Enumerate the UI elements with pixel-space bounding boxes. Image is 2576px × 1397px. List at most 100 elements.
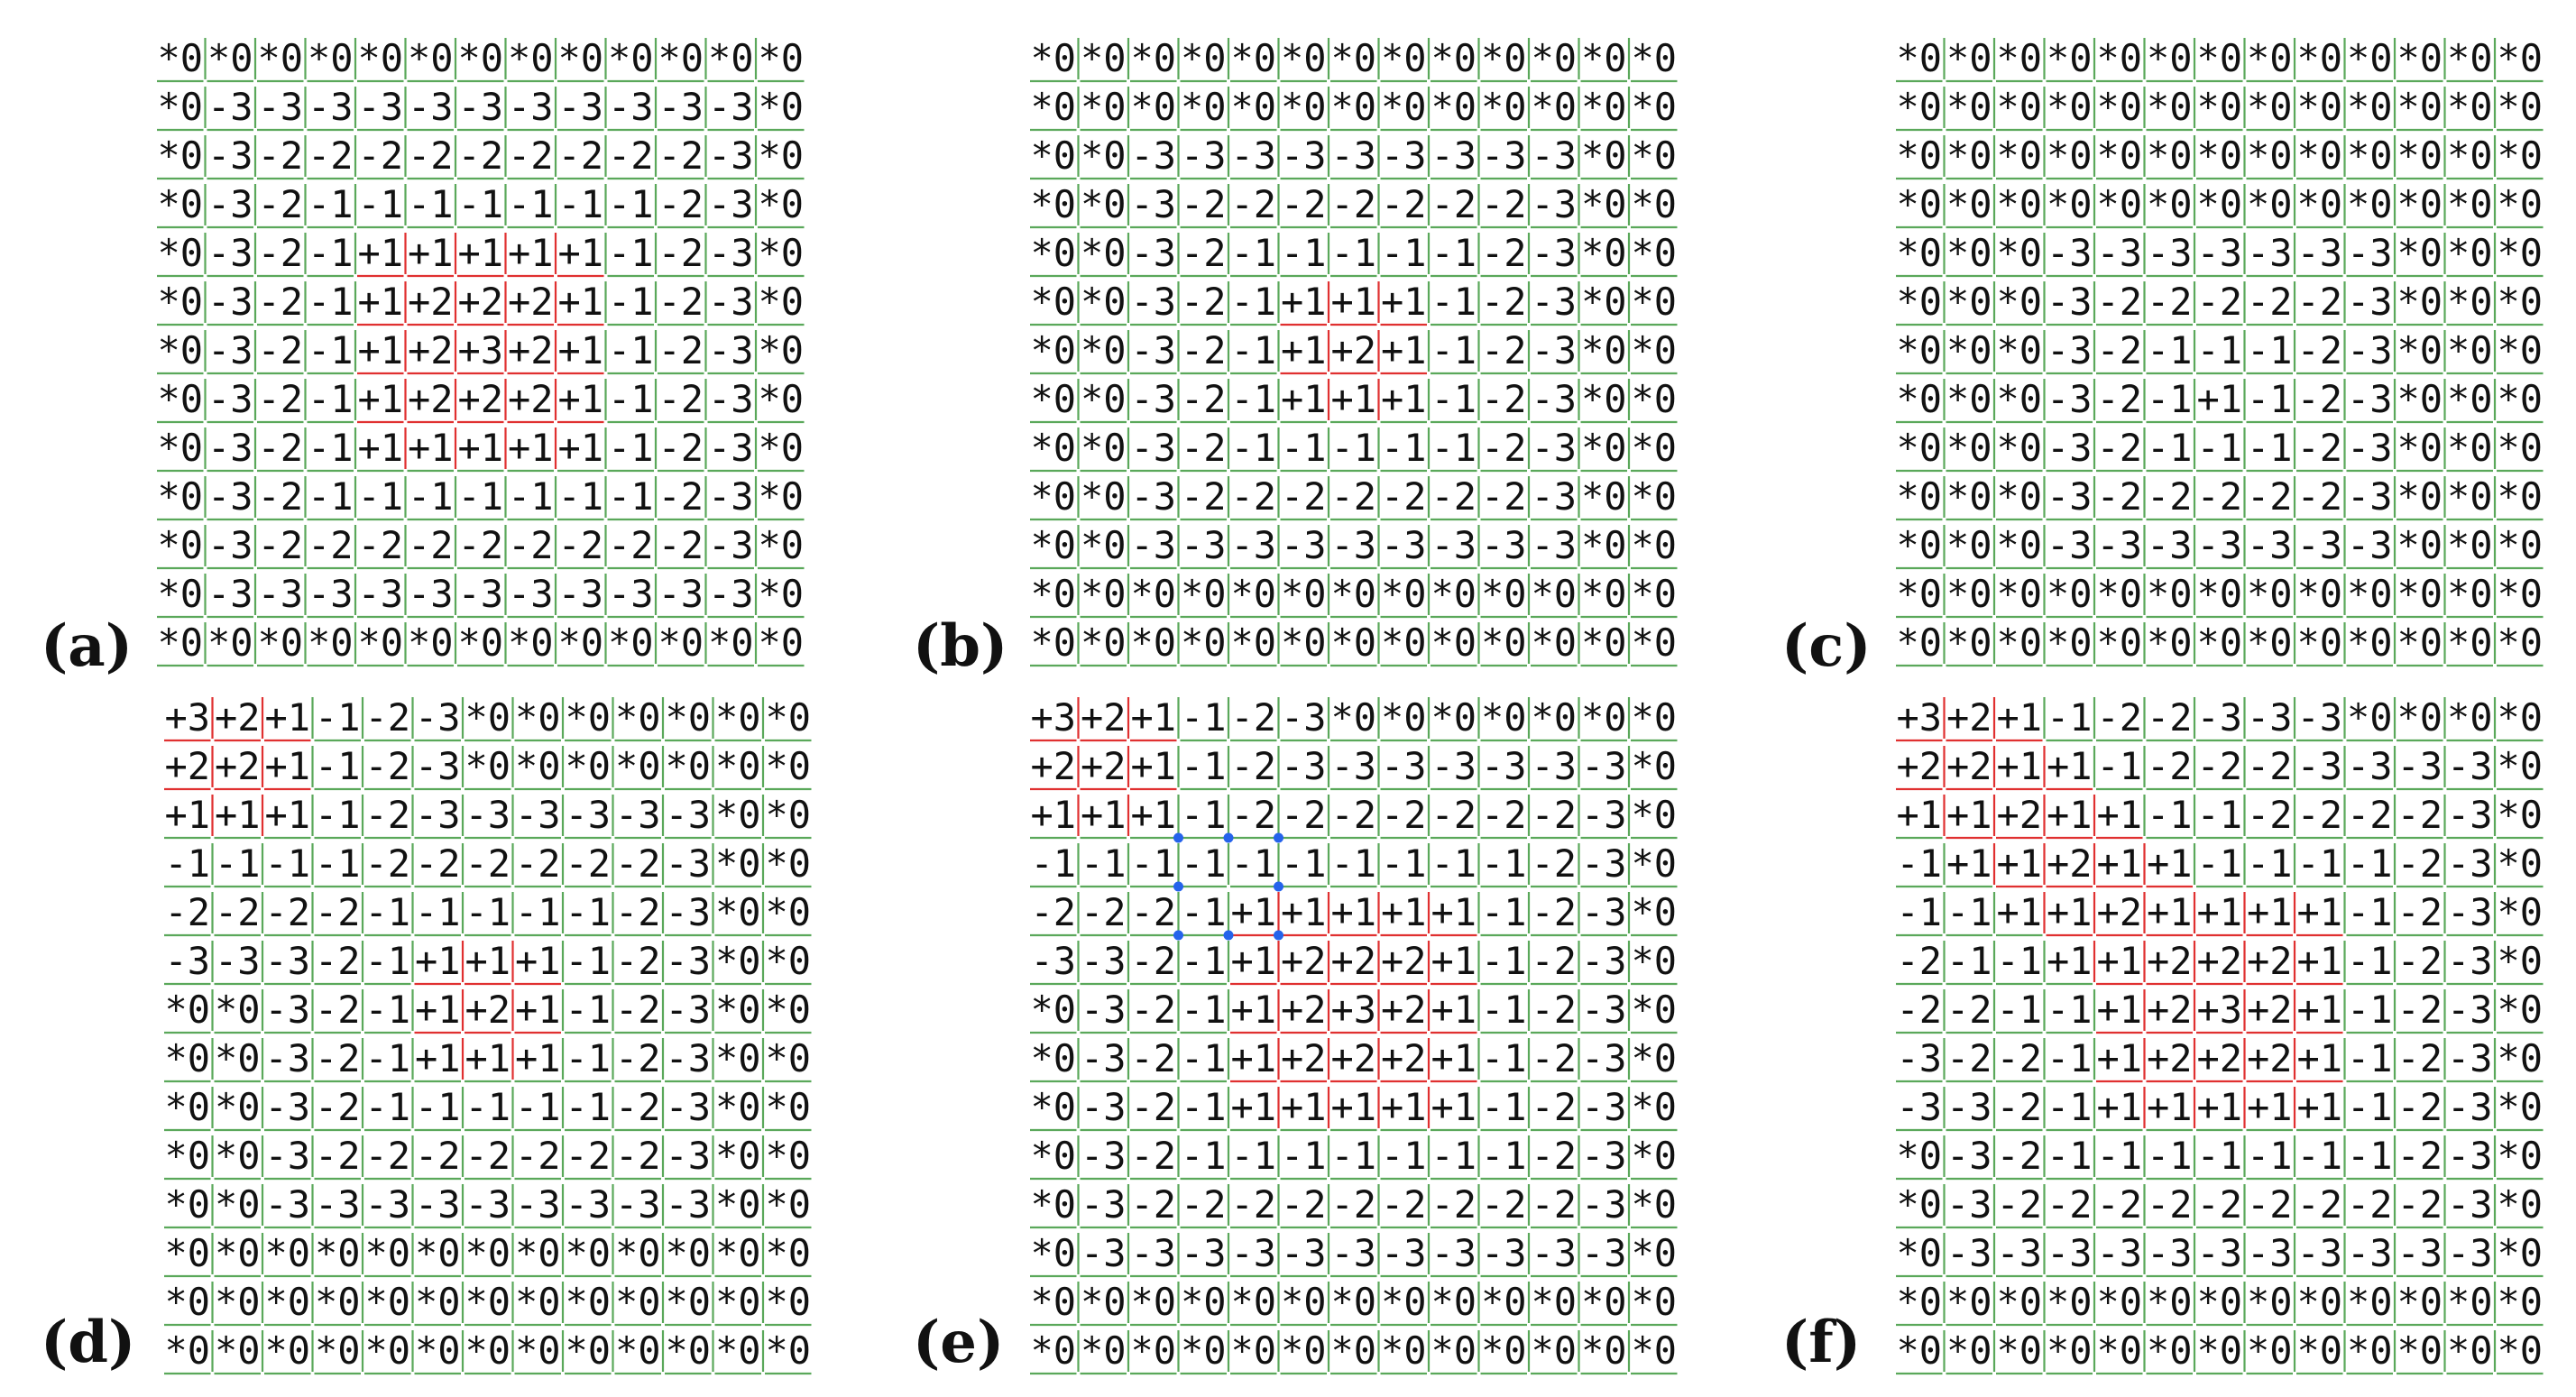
grid-cell-value: -3 bbox=[2196, 695, 2242, 740]
grid-cell-value: -2 bbox=[415, 841, 461, 886]
grid-cell-value: *0 bbox=[715, 1280, 761, 1324]
grid-cell-value: -3 bbox=[2397, 744, 2443, 788]
grid-cell-value: *0 bbox=[1946, 1328, 1992, 1373]
grid-cell-value: *0 bbox=[2497, 1328, 2543, 1373]
grid-cell-value: -3 bbox=[708, 572, 754, 616]
grid-cell-value: +1 bbox=[2196, 1085, 2242, 1129]
grid-cell-value: +1 bbox=[357, 426, 403, 470]
grid-cell-value: +1 bbox=[1946, 793, 1992, 837]
grid-cell-value: -1 bbox=[1081, 841, 1127, 886]
grid-cell-value: *0 bbox=[1081, 523, 1127, 567]
grid-cell-value: *0 bbox=[515, 1328, 561, 1373]
grid-cell-value: -1 bbox=[1030, 841, 1076, 886]
grid-cell-value: +1 bbox=[264, 744, 310, 788]
grid-cell-value: -1 bbox=[1330, 841, 1376, 886]
grid-cell-value: -3 bbox=[1531, 377, 1577, 421]
grid-cell-value: *0 bbox=[1181, 36, 1227, 80]
grid-cell-value: *0 bbox=[715, 890, 761, 934]
grid-cell-value: -3 bbox=[1431, 744, 1477, 788]
grid-cell-value: -3 bbox=[1181, 1231, 1227, 1275]
node-markers bbox=[1173, 832, 1283, 941]
grid-cell-value: -2 bbox=[658, 182, 704, 226]
grid-cell-value: -1 bbox=[1181, 939, 1227, 983]
grid-cell-value: -1 bbox=[2196, 793, 2242, 837]
grid-cell-value: -1 bbox=[1381, 231, 1427, 275]
grid-cell-value: *0 bbox=[715, 1134, 761, 1178]
grid-cell-value: *0 bbox=[1996, 133, 2042, 178]
blue-node-marker bbox=[1173, 881, 1183, 892]
grid-cell-value: -2 bbox=[2247, 1182, 2293, 1227]
grid-cell-value: -3 bbox=[2047, 523, 2093, 567]
panel-c: *0*0*0*0*0*0*0*0*0*0*0*0*0*0*0*0*0*0*0*0… bbox=[1781, 36, 2544, 680]
grid-boundaries bbox=[157, 38, 805, 667]
grid-cell-value: *0 bbox=[765, 1182, 811, 1227]
grid-cell-value: +1 bbox=[465, 1036, 511, 1080]
grid-cell-value: *0 bbox=[215, 1134, 261, 1178]
grid-cell-value: *0 bbox=[2397, 377, 2443, 421]
grid-cell-value: -3 bbox=[1381, 1231, 1427, 1275]
grid-cell-value: -1 bbox=[1896, 841, 1942, 886]
grid-cell-value: -1 bbox=[557, 182, 603, 226]
grid-cell-value: *0 bbox=[1330, 36, 1376, 80]
grid-cell-value: *0 bbox=[2497, 1134, 2543, 1178]
grid-cell-value: -1 bbox=[364, 890, 410, 934]
grid-cell-value: *0 bbox=[215, 1085, 261, 1129]
grid-cell-value: *0 bbox=[2447, 572, 2493, 616]
grid-cell-value: -1 bbox=[1181, 890, 1227, 934]
grid-cell-value: -3 bbox=[457, 572, 503, 616]
grid-cell-value: *0 bbox=[157, 620, 203, 665]
grid-cell-value: *0 bbox=[1481, 572, 1527, 616]
grid-cell-value: *0 bbox=[2347, 1328, 2393, 1373]
grid-cell-value: *0 bbox=[2347, 85, 2393, 129]
grid-cell-value: -2 bbox=[2296, 474, 2342, 519]
grid-cell-value: *0 bbox=[765, 988, 811, 1032]
grid-cell-value: -1 bbox=[508, 474, 554, 519]
grid-cell-value: *0 bbox=[1996, 231, 2042, 275]
grid-cell-value: -2 bbox=[1481, 328, 1527, 372]
grid-cell-value: *0 bbox=[1996, 377, 2042, 421]
grid-cell-value: -2 bbox=[257, 280, 303, 324]
grid-cell-value: -2 bbox=[315, 1085, 361, 1129]
grid-cell-value: +1 bbox=[408, 426, 454, 470]
grid-cell-value: -2 bbox=[1130, 890, 1176, 934]
grid-cell-value: *0 bbox=[665, 695, 711, 740]
grid-cell-value: *0 bbox=[1281, 1280, 1327, 1324]
grid-cell-value: -1 bbox=[608, 377, 654, 421]
grid-cell-value: +2 bbox=[508, 328, 554, 372]
grid-cell-value: *0 bbox=[2447, 1280, 2493, 1324]
grid-cell-value: *0 bbox=[364, 1328, 410, 1373]
grid-cell-value: *0 bbox=[2497, 1036, 2543, 1080]
grid-cell-value: *0 bbox=[2497, 474, 2543, 519]
grid-cell-value: *0 bbox=[1081, 133, 1127, 178]
grid-cell-value: *0 bbox=[758, 36, 804, 80]
grid-cell-value: +2 bbox=[457, 377, 503, 421]
grid-cell-value: *0 bbox=[1996, 523, 2042, 567]
grid-cell-value: -2 bbox=[1531, 939, 1577, 983]
grid-cell-value: *0 bbox=[1896, 36, 1942, 80]
grid-cell-value: *0 bbox=[665, 1328, 711, 1373]
grid-cell-value: *0 bbox=[2196, 36, 2242, 80]
grid-cell-value: *0 bbox=[1030, 1085, 1076, 1129]
grid-cell-value: *0 bbox=[2497, 1182, 2543, 1227]
grid-cell-value: -3 bbox=[1281, 1231, 1327, 1275]
grid-cell-value: *0 bbox=[2096, 182, 2142, 226]
grid-cell-value: *0 bbox=[465, 1280, 511, 1324]
grid-cell-value: +2 bbox=[408, 328, 454, 372]
grid-cell-value: +1 bbox=[2247, 1085, 2293, 1129]
grid-cell-value: -3 bbox=[1130, 377, 1176, 421]
grid-cell-value: -2 bbox=[1030, 890, 1076, 934]
grid-cell-value: *0 bbox=[758, 328, 804, 372]
grid-cell-value: *0 bbox=[1030, 523, 1076, 567]
grid-cell-value: *0 bbox=[1330, 85, 1376, 129]
grid-cell-value: +1 bbox=[457, 426, 503, 470]
grid-cell-value: -2 bbox=[608, 133, 654, 178]
grid-cell-value: *0 bbox=[1581, 328, 1627, 372]
grid-cell-value: *0 bbox=[1896, 1134, 1942, 1178]
grid-cell-value: *0 bbox=[1896, 377, 1942, 421]
grid-cell-value: *0 bbox=[2397, 620, 2443, 665]
grid-cell-value: -2 bbox=[1230, 474, 1276, 519]
grid-cell-value: -2 bbox=[357, 523, 403, 567]
grid-cell-value: *0 bbox=[2497, 377, 2543, 421]
grid-cell-value: -3 bbox=[2247, 231, 2293, 275]
grid-cell-value: -2 bbox=[2397, 890, 2443, 934]
